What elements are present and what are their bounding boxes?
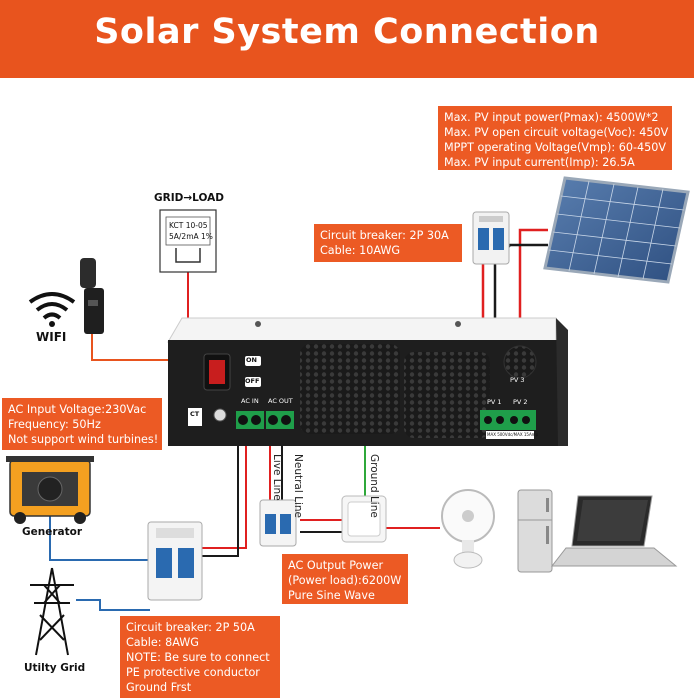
pv-breaker-line: Circuit breaker: 2P 30A: [320, 229, 449, 242]
page-title: Solar System Connection: [94, 12, 600, 52]
on-label: ON: [246, 356, 257, 364]
title-banner: Solar System Connection: [0, 0, 694, 78]
ac-output-line: Pure Sine Wave: [288, 589, 375, 602]
ac-input-line: Frequency: 50Hz: [8, 418, 101, 431]
utility-grid-tower: [30, 567, 74, 656]
fan-load: [441, 489, 495, 569]
pv-spec-line: MPPT operating Voltage(Vmp): 60-450V: [444, 141, 667, 154]
generator-image: [6, 456, 94, 524]
wifi-icon: [28, 292, 76, 327]
grid-load-label: GRID→LOAD: [154, 192, 224, 204]
pv-spec-line: Max. PV input power(Pmax): 4500W*2: [444, 111, 659, 124]
pv-breaker-note: Circuit breaker: 2P 30A Cable: 10AWG: [314, 224, 462, 262]
ac-output-line: (Power load):6200W: [288, 574, 402, 587]
pv-specs-note: Max. PV input power(Pmax): 4500W*2 Max. …: [438, 106, 672, 170]
grid-breaker-line: Cable: 8AWG: [126, 636, 199, 649]
refrigerator-load: [517, 489, 553, 573]
live-line-label: Live Line: [271, 454, 283, 501]
ground-line-label: Ground Line: [368, 454, 380, 518]
pv2-label: PV 2: [513, 398, 528, 406]
pv-spec-line: Max. PV open circuit voltage(Voc): 450V: [444, 126, 669, 139]
generator-wire: [49, 515, 150, 561]
off-label: OFF: [245, 377, 260, 385]
ac-out-label: AC OUT: [268, 397, 293, 405]
ct-model-label: KCT 10-05: [169, 221, 208, 230]
wall-socket: [341, 495, 387, 543]
grid-breaker-line: Ground Frst: [126, 681, 192, 694]
ac-input-note: AC Input Voltage:230Vac Frequency: 50Hz …: [2, 398, 162, 450]
pv-circuit-breaker: [472, 211, 510, 265]
pv-breaker-line: Cable: 10AWG: [320, 244, 401, 257]
ct-sensor-box: [159, 209, 217, 273]
ac-output-breaker: [259, 499, 297, 547]
pv-spec-line: Max. PV input current(Imp): 26.5A: [444, 156, 635, 169]
wifi-dongle: [80, 258, 104, 334]
utility-grid-label: Utilty Grid: [24, 662, 86, 674]
ac-output-line: AC Output Power: [288, 559, 384, 572]
pv3-label: PV 3: [510, 376, 525, 384]
ac-in-label: AC IN: [241, 397, 259, 405]
pv-rating-label: MAX 500Vdc/MAX 15Amp: [487, 432, 539, 437]
ac-output-note: AC Output Power (Power load):6200W Pure …: [282, 554, 408, 604]
laptop-load: [550, 495, 678, 567]
grid-breaker-note: Circuit breaker: 2P 50A Cable: 8AWG NOTE…: [120, 616, 280, 698]
neutral-line-label: Neutral Line: [292, 454, 304, 518]
ac-in-neutral-wire: [200, 430, 239, 557]
pv1-label: PV 1: [487, 398, 502, 406]
grid-breaker-line: Circuit breaker: 2P 50A: [126, 621, 255, 634]
ac-input-line: Not support wind turbines!: [8, 433, 159, 446]
ct-rating-label: 5A/2mA 1%: [169, 232, 213, 241]
grid-breaker-line: PE protective conductor: [126, 666, 260, 679]
generator-label: Generator: [22, 526, 83, 538]
inverter-unit: [167, 317, 568, 446]
grid-circuit-breaker: [147, 521, 203, 601]
solar-panel: [543, 176, 690, 284]
grid-breaker-line: NOTE: Be sure to connect: [126, 651, 270, 664]
ac-in-live-wire: [200, 430, 247, 549]
grid-wire: [76, 599, 150, 611]
ct-port-label: CT: [190, 410, 200, 418]
wifi-label: WIFI: [36, 330, 67, 344]
ac-input-line: AC Input Voltage:230Vac: [8, 403, 147, 416]
wifi-comm-wire: [91, 330, 178, 361]
